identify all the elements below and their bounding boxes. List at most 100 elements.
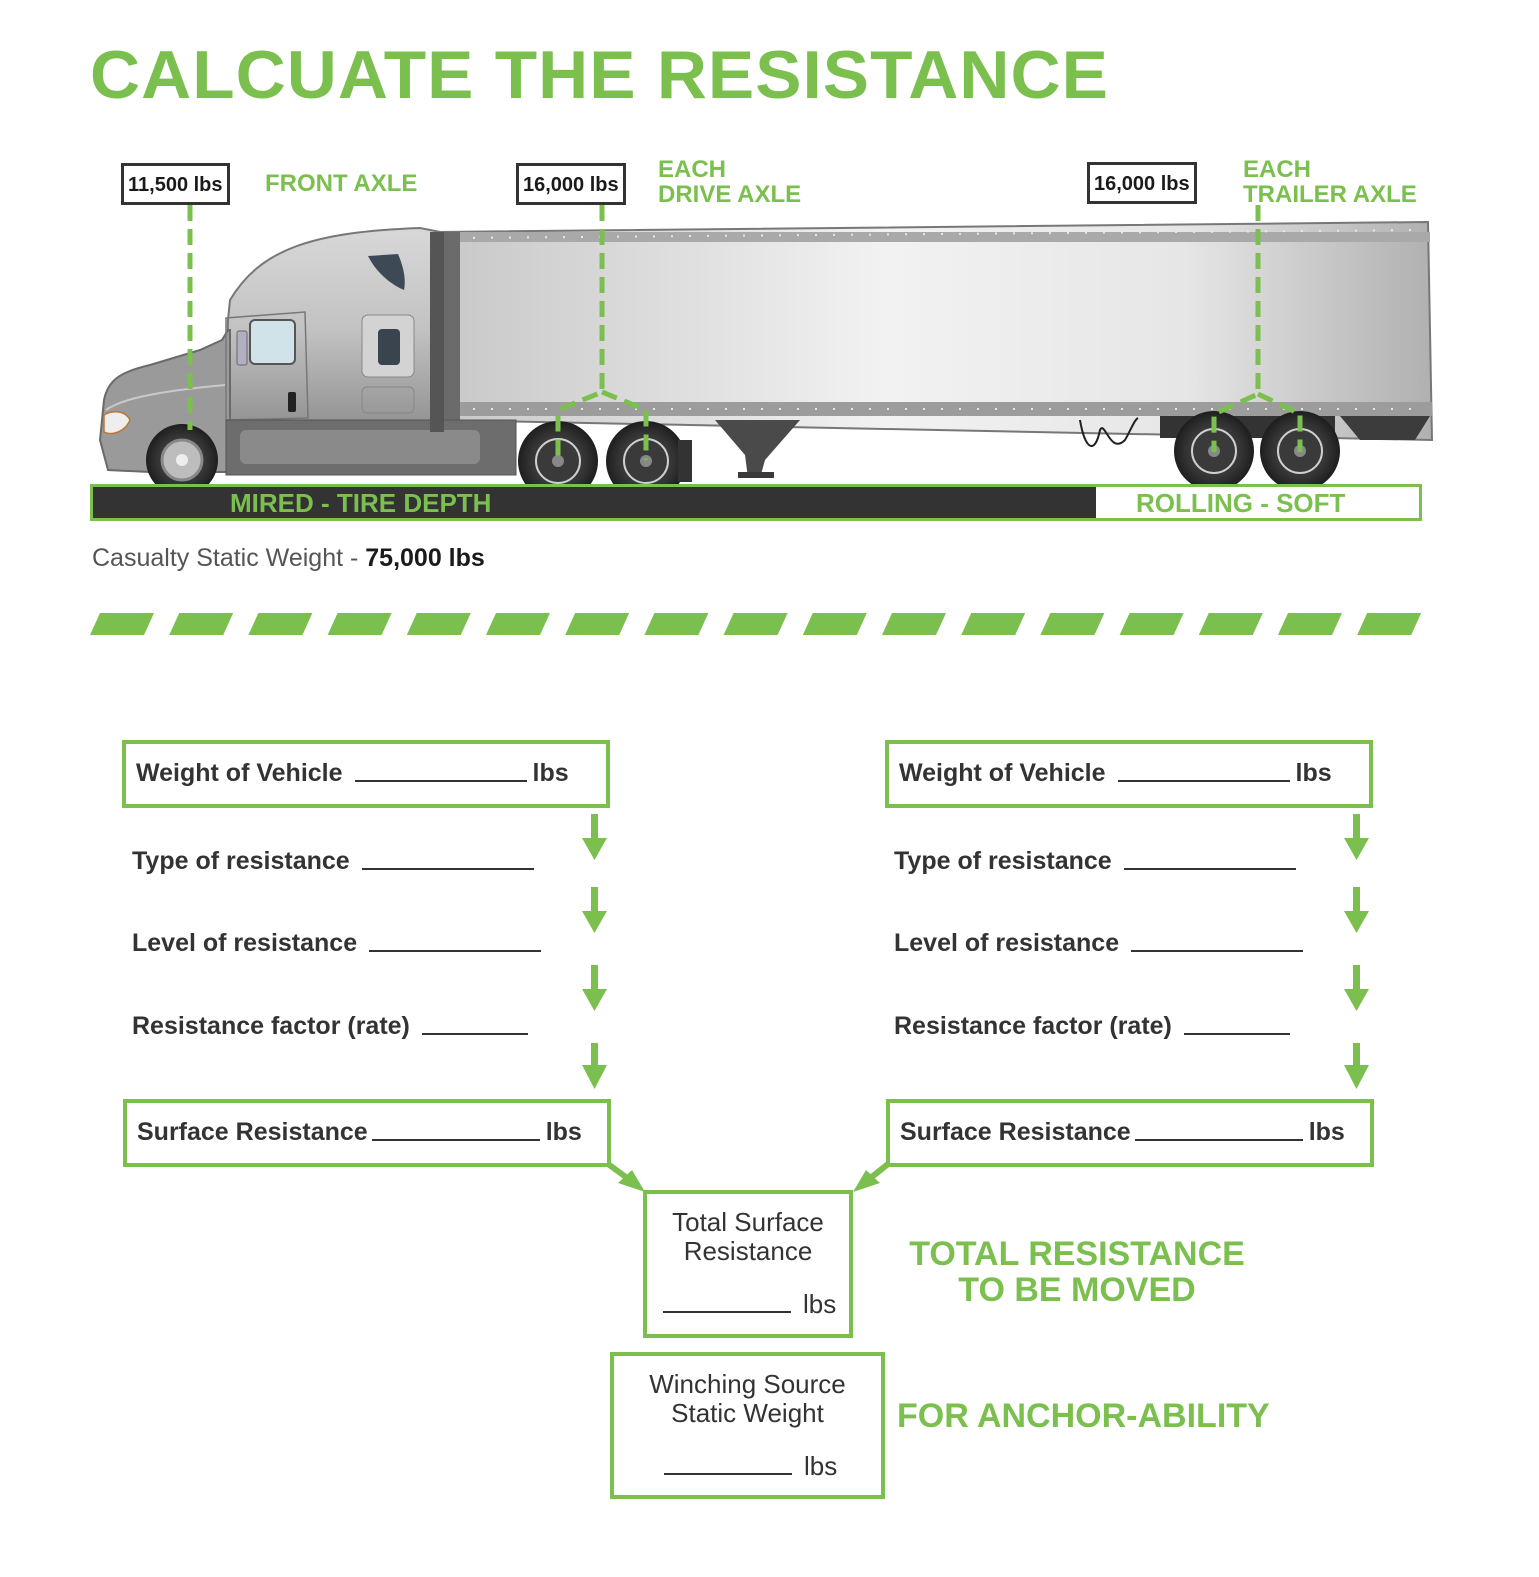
ground-mired-section: MIRED - TIRE DEPTH <box>93 487 1096 518</box>
right-weight-blank[interactable] <box>1117 780 1290 782</box>
divider-dash <box>565 613 630 635</box>
right-factor-label: Resistance factor (rate) <box>894 1012 1172 1040</box>
left-surface-box: Surface Resistance lbs <box>123 1099 611 1167</box>
left-level-blank[interactable] <box>369 950 542 952</box>
right-level-row: Level of resistance <box>894 929 1309 958</box>
divider-dash <box>802 613 867 635</box>
trailer-axle-label-line-2: TRAILER AXLE <box>1243 181 1417 208</box>
left-factor-blank[interactable] <box>421 1033 528 1035</box>
divider-dash <box>961 613 1026 635</box>
right-surface-unit: lbs <box>1308 1118 1345 1146</box>
right-type-row: Type of resistance <box>894 847 1302 876</box>
trailer-axle-pointer-2 <box>1256 391 1303 452</box>
right-factor-blank[interactable] <box>1183 1033 1290 1035</box>
left-weight-label: Weight of Vehicle <box>136 759 343 787</box>
right-type-blank[interactable] <box>1123 868 1296 870</box>
divider-dash <box>1119 613 1184 635</box>
ground-rolling-section: ROLLING - SOFT <box>1096 487 1419 518</box>
left-weight-box: Weight of Vehicle lbs <box>122 740 610 808</box>
drive-axle-weight: 16,000 lbs <box>516 163 626 205</box>
total-caption-line2: TO BE MOVED <box>958 1271 1196 1309</box>
left-arrow-down-icon-4 <box>582 1043 607 1089</box>
right-factor-row: Resistance factor (rate) <box>894 1012 1296 1041</box>
right-arrow-down-icon-3 <box>1344 965 1369 1011</box>
right-level-label: Level of resistance <box>894 929 1120 957</box>
front-wheel <box>146 424 218 496</box>
left-arrow-down-icon-2 <box>582 887 607 933</box>
total-unit: lbs <box>803 1289 837 1319</box>
right-arrow-down-icon-1 <box>1344 814 1369 860</box>
right-weight-box: Weight of Vehicle lbs <box>885 740 1373 808</box>
divider-dash <box>1040 613 1105 635</box>
divider-dash <box>327 613 392 635</box>
divider-dash <box>882 613 946 635</box>
left-level-row: Level of resistance <box>132 929 547 958</box>
right-surface-box: Surface Resistance lbs <box>886 1099 1374 1167</box>
drive-axle-pointer-2 <box>601 389 649 460</box>
left-surface-label: Surface Resistance <box>137 1118 368 1146</box>
left-weight-blank[interactable] <box>354 780 527 782</box>
right-level-blank[interactable] <box>1131 950 1304 952</box>
divider-dash <box>248 613 313 635</box>
anchor-caption: FOR ANCHOR-ABILITY <box>897 1397 1270 1435</box>
left-factor-row: Resistance factor (rate) <box>132 1012 534 1041</box>
ground-surface-bar: MIRED - TIRE DEPTH ROLLING - SOFT <box>90 484 1422 521</box>
divider-dash <box>486 613 550 635</box>
front-axle-label: FRONT AXLE <box>265 171 417 196</box>
winching-box: Winching Source Static Weight lbs <box>610 1352 885 1499</box>
right-merge-arrow-icon <box>853 1161 890 1192</box>
winching-unit: lbs <box>804 1451 838 1481</box>
casualty-static-weight: Casualty Static Weight - 75,000 lbs <box>92 544 485 573</box>
total-line1: Total Surface <box>672 1207 824 1237</box>
divider-dash <box>406 613 471 635</box>
right-arrow-down-icon-4 <box>1344 1043 1369 1089</box>
left-type-row: Type of resistance <box>132 847 540 876</box>
divider-dash <box>90 613 154 635</box>
right-weight-unit: lbs <box>1295 759 1332 787</box>
total-line2: Resistance <box>683 1236 813 1266</box>
total-blank[interactable] <box>663 1311 791 1313</box>
right-arrow-down-icon-2 <box>1344 887 1369 933</box>
front-axle-weight: 11,500 lbs <box>121 163 230 205</box>
rolling-label: ROLLING - SOFT <box>1136 488 1346 518</box>
right-type-label: Type of resistance <box>894 847 1112 875</box>
total-caption: TOTAL RESISTANCE TO BE MOVED <box>897 1236 1257 1308</box>
mired-label: MIRED - TIRE DEPTH <box>230 488 492 518</box>
total-surface-box: Total Surface Resistance lbs <box>643 1190 853 1338</box>
right-surface-label: Surface Resistance <box>900 1118 1131 1146</box>
left-surface-blank[interactable] <box>371 1139 540 1141</box>
winching-line1: Winching Source <box>649 1369 846 1399</box>
divider-dash <box>1357 613 1422 635</box>
trailer-axle-weight: 16,000 lbs <box>1087 162 1197 204</box>
page-title: CALCUATE THE RESISTANCE <box>90 37 1109 113</box>
total-caption-line1: TOTAL RESISTANCE <box>909 1235 1245 1273</box>
axle-pointer-lines <box>187 205 1303 460</box>
divider-dash <box>169 613 234 635</box>
left-factor-label: Resistance factor (rate) <box>132 1012 410 1040</box>
divider-dash <box>723 613 788 635</box>
winching-blank[interactable] <box>664 1473 792 1475</box>
left-surface-unit: lbs <box>545 1118 582 1146</box>
casualty-value: 75,000 lbs <box>365 544 485 572</box>
drive-axle-label: EACH DRIVE AXLE <box>658 157 801 207</box>
front-axle-label-line: FRONT AXLE <box>265 170 418 197</box>
drive-wheels <box>518 421 692 501</box>
winching-line2: Static Weight <box>671 1398 824 1428</box>
trailer-axle-label: EACH TRAILER AXLE <box>1243 157 1417 207</box>
left-merge-arrow-icon <box>606 1161 645 1192</box>
left-level-label: Level of resistance <box>132 929 358 957</box>
truck-illustration <box>98 205 1434 501</box>
left-type-blank[interactable] <box>361 868 534 870</box>
drive-axle-label-line-2: DRIVE AXLE <box>658 181 802 208</box>
divider-dash <box>1198 613 1263 635</box>
left-weight-unit: lbs <box>532 759 569 787</box>
drive-axle-label-line-1: EACH <box>658 156 727 183</box>
left-arrow-down-icon-3 <box>582 965 607 1011</box>
dashed-divider <box>90 613 1422 635</box>
right-surface-blank[interactable] <box>1134 1139 1303 1141</box>
divider-dash <box>1278 613 1342 635</box>
left-type-label: Type of resistance <box>132 847 350 875</box>
tractor-cab <box>98 226 517 476</box>
trailer-axle-label-line-1: EACH <box>1243 156 1312 183</box>
left-arrow-down-icon-1 <box>582 814 607 860</box>
